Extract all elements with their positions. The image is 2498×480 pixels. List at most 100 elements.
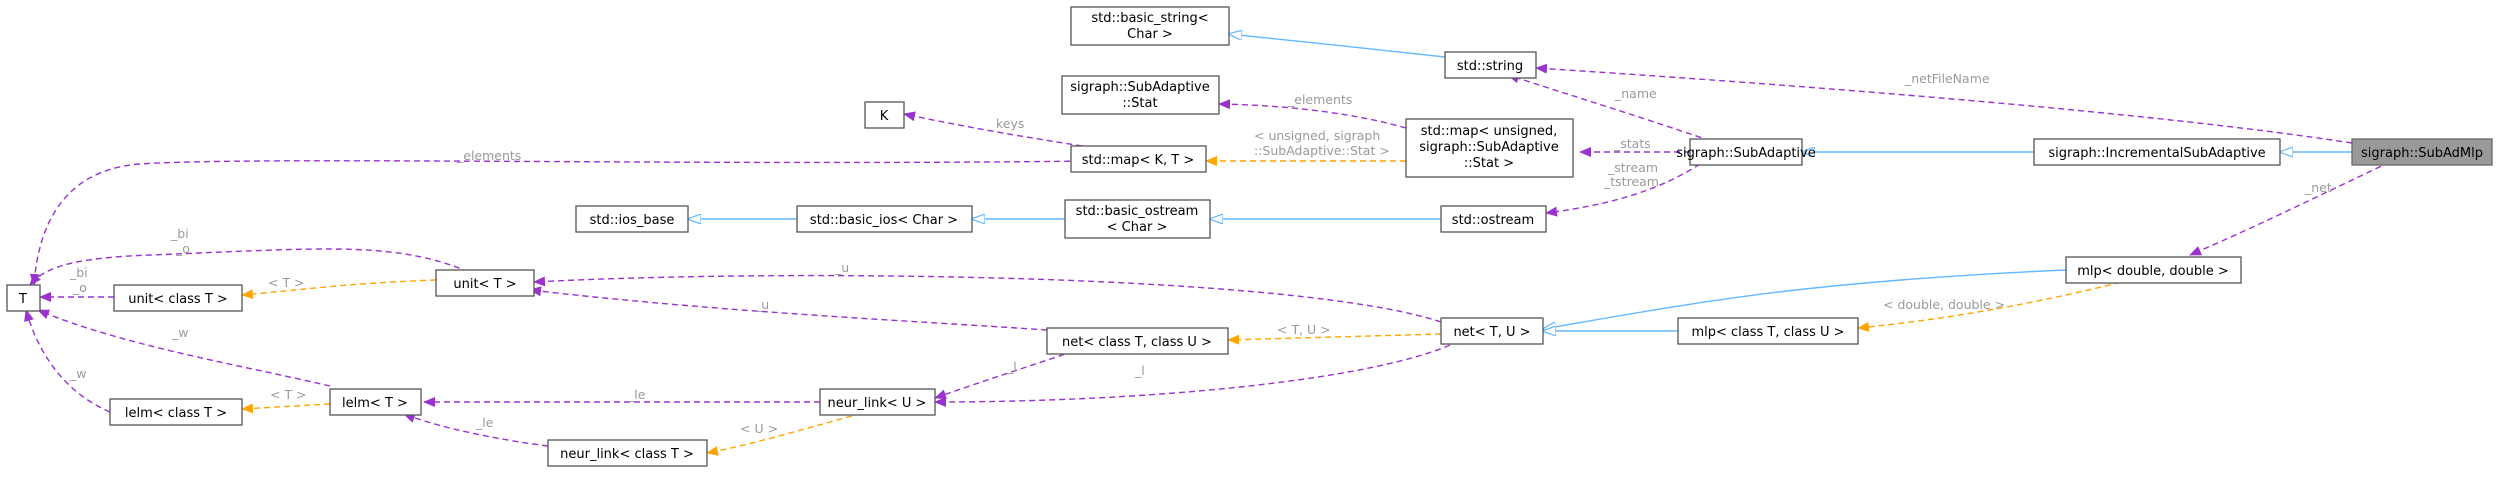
node-sigraph-subadaptive[interactable]: sigraph::SubAdaptive xyxy=(1676,138,1816,166)
node-lelm-t[interactable]: lelm< T > xyxy=(329,388,422,416)
svg-text:sigraph::SubAdaptive: sigraph::SubAdaptive xyxy=(1676,146,1815,161)
svg-text:unit< T >: unit< T > xyxy=(453,277,516,292)
node-std-ostream[interactable]: std::ostream xyxy=(1440,205,1547,233)
edge-label-bi-left: _bi xyxy=(69,265,88,280)
edge-labels: _netFileName _elements keys < unsigned, … xyxy=(69,71,2332,436)
node-k[interactable]: K xyxy=(864,101,905,129)
svg-text:sigraph::SubAdMlp: sigraph::SubAdMlp xyxy=(2361,146,2483,161)
svg-text:Char >: Char > xyxy=(1127,27,1173,42)
edge-stat-to-map-stat xyxy=(1218,99,1407,129)
edge-label-l-net-tu: _l xyxy=(1134,363,1145,378)
node-mlp-class-t-class-u[interactable]: mlp< class T, class U > xyxy=(1677,317,1859,345)
svg-text:T: T xyxy=(18,292,27,307)
svg-text:std::ios_base: std::ios_base xyxy=(590,213,675,228)
edge-unit-t-u-net-tu xyxy=(533,274,1442,323)
edge-t-w-lelm-t xyxy=(37,309,331,387)
node-incremental-subadaptive[interactable]: sigraph::IncrementalSubAdaptive xyxy=(2033,138,2281,166)
node-subadaptive-stat[interactable]: sigraph::SubAdaptive ::Stat xyxy=(1061,75,1220,115)
edge-t-w-lelm-class xyxy=(24,309,111,413)
edge-mlp-dd-net-subadmlp xyxy=(2189,161,2391,256)
svg-text:sigraph::SubAdaptive: sigraph::SubAdaptive xyxy=(1070,80,1209,95)
edge-mlp-class-tmpl-mlp-dd xyxy=(1857,279,2131,332)
edge-subadmlp-netfilename-string xyxy=(1535,63,2353,144)
svg-text:net< T, U >: net< T, U > xyxy=(1453,325,1530,340)
edge-label-u-mid: _u xyxy=(754,297,769,312)
edge-t-elements-map-kt xyxy=(29,160,1091,286)
edge-unit-t-u-net-class xyxy=(529,286,1048,331)
edge-label-double-double: < double, double > xyxy=(1883,297,2005,312)
edge-k-to-map-kt xyxy=(903,111,1103,150)
node-net-t-u[interactable]: net< T, U > xyxy=(1440,317,1544,345)
svg-text:std::basic_ios< Char >: std::basic_ios< Char > xyxy=(810,213,958,228)
edge-neur-link-l-net-tu xyxy=(934,340,1460,407)
edge-label-stats: _stats xyxy=(1613,136,1651,151)
svg-text:mlp< class T, class U >: mlp< class T, class U > xyxy=(1691,325,1844,340)
svg-text:std::ostream: std::ostream xyxy=(1452,213,1534,228)
svg-text:std::map< unsigned,: std::map< unsigned, xyxy=(1421,124,1558,139)
edge-ostream-stream-subadaptive xyxy=(1545,163,1701,217)
node-lelm-class-t[interactable]: lelm< class T > xyxy=(109,398,243,426)
node-net-class-t-class-u[interactable]: net< class T, class U > xyxy=(1046,327,1229,355)
edge-lelm-le-neur-link-class xyxy=(403,413,549,447)
node-neur-link-class-t[interactable]: neur_link< class T > xyxy=(547,439,708,467)
edge-label-elements-t: _elements xyxy=(456,148,521,163)
edge-t-bi-o-unit-t xyxy=(29,248,479,286)
edge-label-netfilename: _netFileName xyxy=(1904,71,1990,86)
edge-mlp-dd-to-net-tu xyxy=(1543,269,2067,329)
svg-text:std::basic_string<: std::basic_string< xyxy=(1091,11,1208,26)
edge-label-keys: keys xyxy=(996,116,1024,131)
node-sigraph-subadmlp[interactable]: sigraph::SubAdMlp xyxy=(2351,138,2493,166)
svg-text:unit< class T >: unit< class T > xyxy=(128,292,228,307)
svg-text:mlp< double, double >: mlp< double, double > xyxy=(2077,264,2228,279)
svg-text:sigraph::SubAdaptive: sigraph::SubAdaptive xyxy=(1419,140,1558,155)
edge-string-to-basic-string xyxy=(1229,34,1446,58)
edge-label-t-u: < T, U > xyxy=(1277,322,1331,337)
node-unit-class-t[interactable]: unit< class T > xyxy=(113,284,243,312)
edge-label-w-lelm-class: _w xyxy=(69,366,86,381)
edge-label-o-left: _o xyxy=(72,280,87,295)
node-map-unsigned-stat[interactable]: std::map< unsigned, sigraph::SubAdaptive… xyxy=(1405,118,1574,178)
edge-neur-link-l-net-class xyxy=(934,340,1103,400)
edge-net-class-tmpl-net-tu xyxy=(1227,333,1442,345)
svg-text:K: K xyxy=(880,109,889,124)
node-mlp-double-double[interactable]: mlp< double, double > xyxy=(2065,256,2242,284)
node-ios-base[interactable]: std::ios_base xyxy=(575,205,689,233)
edge-string-name-subadaptive xyxy=(1507,73,1721,145)
node-basic-string-char[interactable]: std::basic_string< Char > xyxy=(1070,6,1230,46)
edges xyxy=(24,34,2391,456)
svg-text:lelm< T >: lelm< T > xyxy=(342,396,408,411)
node-basic-ostream-char[interactable]: std::basic_ostream < Char > xyxy=(1064,199,1211,239)
edge-label-le-neur: _le xyxy=(475,415,494,430)
svg-text:lelm< class T >: lelm< class T > xyxy=(125,406,227,421)
edge-label-elements-stat: _elements xyxy=(1287,92,1352,107)
edge-label-l-net: _l xyxy=(1006,359,1017,374)
svg-text:net< class T, class U >: net< class T, class U > xyxy=(1062,335,1212,350)
edge-label-o-top: _o xyxy=(175,241,190,256)
edge-unit-class-tmpl-unit-t xyxy=(241,279,437,300)
edge-label-t-unit: < T > xyxy=(268,275,305,290)
node-neur-link-u[interactable]: neur_link< U > xyxy=(819,388,936,416)
svg-text:::Stat: ::Stat xyxy=(1122,96,1157,111)
node-t[interactable]: T xyxy=(6,284,41,312)
edge-label-u-neur: < U > xyxy=(740,421,778,436)
edge-label-le-lelm: _le xyxy=(627,387,646,402)
edge-label-bi-top: _bi xyxy=(170,226,189,241)
edge-label-stream-1: _stream xyxy=(1607,160,1658,175)
svg-text:neur_link< class T >: neur_link< class T > xyxy=(560,447,694,462)
edge-label-w-lelm: _w xyxy=(171,325,188,340)
edge-neur-link-class-tmpl-neur-link xyxy=(706,415,853,456)
node-std-string[interactable]: std::string xyxy=(1444,51,1537,79)
svg-text:std::map< K, T >: std::map< K, T > xyxy=(1082,153,1195,168)
svg-text:std::basic_ostream: std::basic_ostream xyxy=(1076,204,1199,219)
node-unit-t[interactable]: unit< T > xyxy=(435,269,535,297)
svg-text:neur_link< U >: neur_link< U > xyxy=(828,396,927,411)
svg-text:sigraph::IncrementalSubAdaptiv: sigraph::IncrementalSubAdaptive xyxy=(2048,146,2265,161)
edge-label-unsigned-stat-2: ::SubAdaptive::Stat > xyxy=(1254,143,1390,158)
svg-text:std::string: std::string xyxy=(1457,59,1523,74)
edge-lelm-class-tmpl-lelm-t xyxy=(241,403,331,414)
node-basic-ios-char[interactable]: std::basic_ios< Char > xyxy=(796,205,973,233)
edge-label-stream-2: _tstream xyxy=(1603,174,1659,189)
node-map-k-t[interactable]: std::map< K, T > xyxy=(1070,145,1207,173)
nodes: std::basic_string< Char > std::string si… xyxy=(6,6,2493,467)
